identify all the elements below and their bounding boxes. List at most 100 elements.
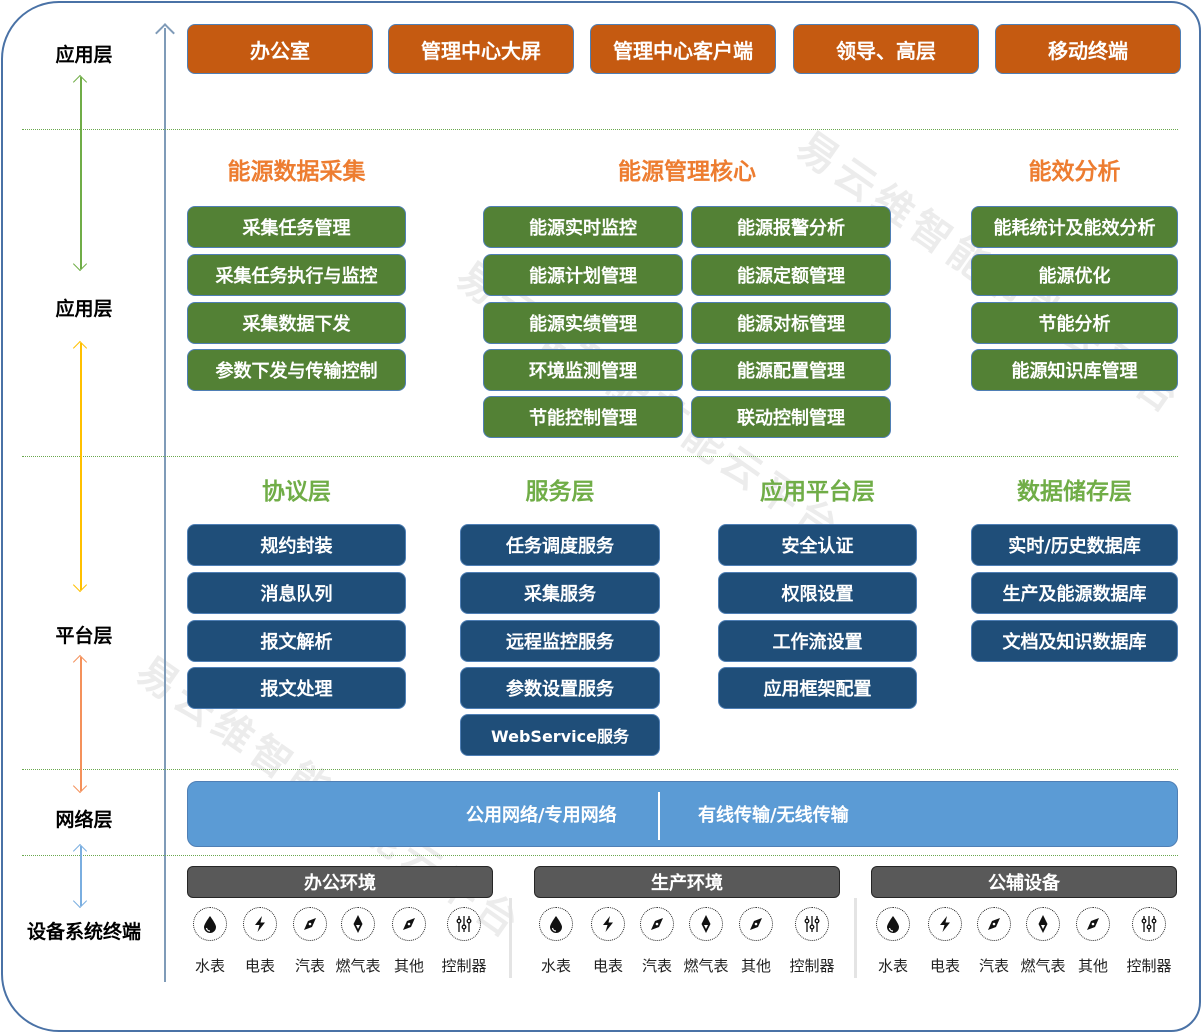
module-button[interactable]: 安全认证 — [718, 524, 917, 566]
client-desktop-button[interactable]: 管理中心客户端 — [590, 24, 776, 74]
module-button[interactable]: 采集数据下发 — [187, 302, 406, 344]
compass-icon — [977, 907, 1011, 941]
device-group-production[interactable]: 生产环境 — [534, 866, 840, 898]
device-item[interactable]: 其他 — [383, 905, 435, 976]
sliders-icon — [795, 907, 829, 941]
section-title-service: 服务层 — [525, 479, 595, 505]
module-button[interactable]: 报文解析 — [187, 620, 406, 662]
separator — [22, 456, 1178, 457]
section-title-efficiency: 能效分析 — [1028, 159, 1121, 185]
compass-icon — [392, 907, 426, 941]
network-divider — [658, 792, 660, 840]
layer-label-network: 网络层 — [55, 809, 113, 831]
module-button[interactable]: 能耗统计及能效分析 — [971, 206, 1178, 248]
device-item[interactable]: 汽表 — [284, 905, 336, 976]
layer-label-app-top: 应用层 — [55, 44, 113, 66]
module-button[interactable]: 能源优化 — [971, 254, 1178, 296]
double-arrow-icon — [72, 340, 88, 593]
device-group-office[interactable]: 办公环境 — [187, 866, 493, 898]
module-button[interactable]: 节能控制管理 — [483, 396, 683, 438]
device-item[interactable]: 电表 — [582, 905, 634, 976]
module-button[interactable]: 采集任务执行与监控 — [187, 254, 406, 296]
module-button[interactable]: 生产及能源数据库 — [971, 572, 1178, 614]
gas-flame-icon — [689, 907, 723, 941]
layer-label-device: 设备系统终端 — [26, 921, 141, 943]
section-title-storage: 数据储存层 — [1017, 479, 1132, 505]
client-mobile-button[interactable]: 移动终端 — [995, 24, 1181, 74]
client-big-screen-button[interactable]: 管理中心大屏 — [388, 24, 574, 74]
device-item[interactable]: 控制器 — [786, 905, 838, 976]
module-button[interactable]: 能源对标管理 — [691, 302, 891, 344]
device-item[interactable]: 其他 — [1067, 905, 1119, 976]
separator — [22, 129, 1178, 130]
module-button[interactable]: 采集服务 — [460, 572, 660, 614]
device-item[interactable]: 水表 — [867, 905, 919, 976]
network-bar: 公用网络/专用网络 有线传输/无线传输 — [187, 781, 1178, 847]
compass-icon — [640, 907, 674, 941]
device-item[interactable]: 水表 — [184, 905, 236, 976]
device-group-auxiliary[interactable]: 公辅设备 — [871, 866, 1177, 898]
water-drop-icon — [539, 907, 573, 941]
module-button[interactable]: 文档及知识数据库 — [971, 620, 1178, 662]
section-title-core: 能源管理核心 — [618, 159, 756, 185]
device-item[interactable]: 水表 — [530, 905, 582, 976]
module-button[interactable]: 能源实绩管理 — [483, 302, 683, 344]
module-button[interactable]: 参数下发与传输控制 — [187, 349, 406, 391]
vertical-axis-line — [164, 28, 166, 982]
separator — [22, 769, 1178, 770]
device-item[interactable]: 其他 — [730, 905, 782, 976]
compass-icon — [293, 907, 327, 941]
double-arrow-icon — [72, 843, 88, 909]
device-item[interactable]: 控制器 — [1123, 905, 1175, 976]
module-button[interactable]: 消息队列 — [187, 572, 406, 614]
module-button[interactable]: 远程监控服务 — [460, 620, 660, 662]
module-button[interactable]: 能源知识库管理 — [971, 349, 1178, 391]
module-button[interactable]: 任务调度服务 — [460, 524, 660, 566]
device-item[interactable]: 燃气表 — [332, 905, 384, 976]
device-list-office: 水表 电表 汽表 燃气表 其他 控制器 — [184, 905, 494, 985]
section-title-protocol: 协议层 — [262, 479, 331, 505]
module-button[interactable]: 能源计划管理 — [483, 254, 683, 296]
module-button[interactable]: 能源定额管理 — [691, 254, 891, 296]
lightning-icon — [591, 907, 625, 941]
layer-label-app-mid: 应用层 — [55, 298, 113, 320]
layer-label-platform: 平台层 — [55, 625, 113, 647]
module-button[interactable]: 节能分析 — [971, 302, 1178, 344]
compass-icon — [1076, 907, 1110, 941]
device-item[interactable]: 燃气表 — [1017, 905, 1069, 976]
section-title-collection: 能源数据采集 — [227, 159, 366, 185]
module-button[interactable]: 规约封装 — [187, 524, 406, 566]
device-item[interactable]: 电表 — [919, 905, 971, 976]
module-button[interactable]: 能源实时监控 — [483, 206, 683, 248]
module-button[interactable]: 实时/历史数据库 — [971, 524, 1178, 566]
device-item[interactable]: 汽表 — [631, 905, 683, 976]
water-drop-icon — [193, 907, 227, 941]
device-item[interactable]: 燃气表 — [680, 905, 732, 976]
module-button[interactable]: 权限设置 — [718, 572, 917, 614]
client-office-button[interactable]: 办公室 — [187, 24, 373, 74]
network-public-private: 公用网络/专用网络 — [466, 805, 617, 826]
separator — [22, 855, 1178, 856]
device-item[interactable]: 控制器 — [438, 905, 490, 976]
module-button[interactable]: 参数设置服务 — [460, 667, 660, 709]
module-button[interactable]: 采集任务管理 — [187, 206, 406, 248]
device-item[interactable]: 电表 — [234, 905, 286, 976]
group-divider — [854, 898, 857, 978]
sliders-icon — [1132, 907, 1166, 941]
module-button[interactable]: 工作流设置 — [718, 620, 917, 662]
module-button[interactable]: 应用框架配置 — [718, 667, 917, 709]
section-title-app-platform: 应用平台层 — [760, 479, 875, 505]
device-item[interactable]: 汽表 — [968, 905, 1020, 976]
module-button[interactable]: 环境监测管理 — [483, 349, 683, 391]
module-button[interactable]: 能源配置管理 — [691, 349, 891, 391]
gas-flame-icon — [341, 907, 375, 941]
group-divider — [509, 898, 512, 978]
module-button[interactable]: 能源报警分析 — [691, 206, 891, 248]
module-button[interactable]: 报文处理 — [187, 667, 406, 709]
device-list-auxiliary: 水表 电表 汽表 燃气表 其他 控制器 — [867, 905, 1177, 985]
module-button[interactable]: WebService服务 — [460, 714, 660, 756]
module-button[interactable]: 联动控制管理 — [691, 396, 891, 438]
client-leadership-button[interactable]: 领导、高层 — [793, 24, 979, 74]
lightning-icon — [243, 907, 277, 941]
